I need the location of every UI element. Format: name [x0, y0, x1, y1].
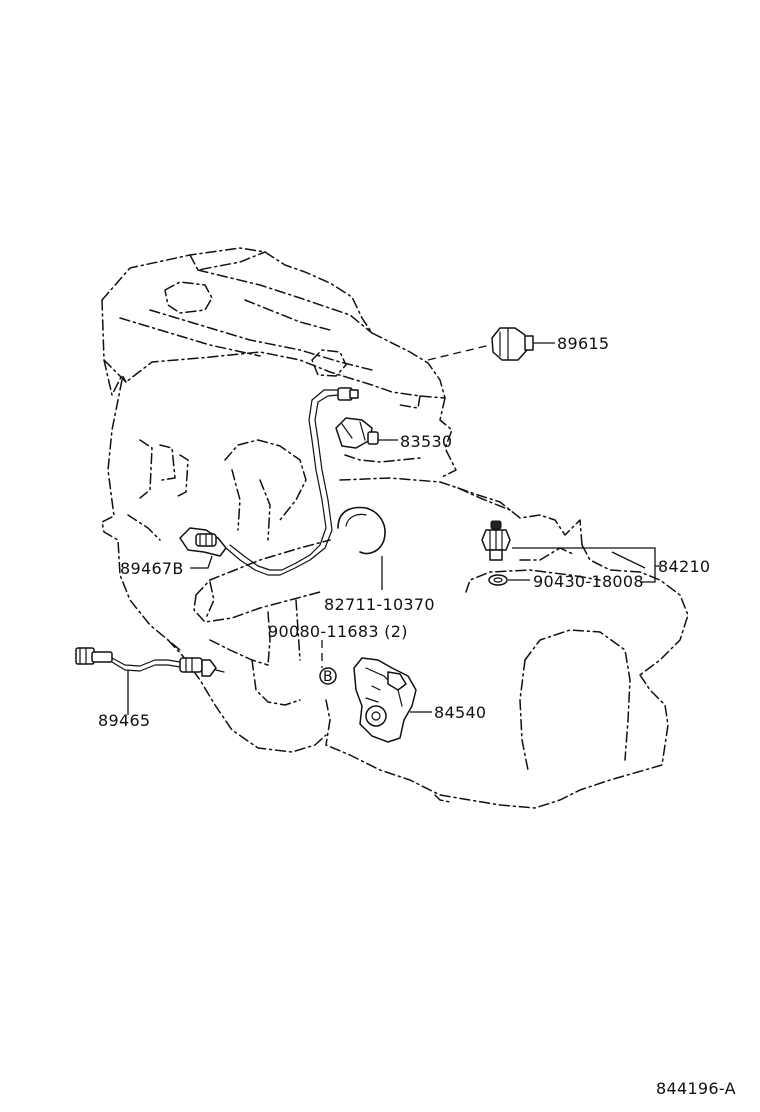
part-84540	[353, 657, 432, 743]
engine-outline	[101, 247, 689, 809]
part-89615	[427, 327, 555, 361]
part-82711	[337, 506, 386, 590]
sensor-wiring	[225, 387, 359, 576]
label-89615: 89615	[557, 334, 609, 353]
callout-marker: B	[323, 669, 333, 685]
figure-code: 844196-A	[656, 1079, 736, 1098]
part-labels: 89615 83530 84210 90430-18008 82711-1037…	[98, 334, 736, 1098]
part-89467B	[179, 527, 227, 569]
label-90430-18008: 90430-18008	[533, 572, 644, 591]
part-90080: B	[319, 640, 337, 685]
label-84210: 84210	[658, 557, 710, 576]
part-89465	[75, 647, 225, 715]
label-90080-11683: 90080-11683 (2)	[268, 622, 408, 641]
part-90430	[488, 574, 530, 586]
label-83530: 83530	[400, 432, 452, 451]
label-89465: 89465	[98, 711, 150, 730]
part-84210	[481, 520, 660, 583]
part-83530	[335, 417, 398, 449]
label-84540: 84540	[434, 703, 486, 722]
label-89467B: 89467B	[120, 559, 184, 578]
label-82711-10370: 82711-10370	[324, 595, 435, 614]
